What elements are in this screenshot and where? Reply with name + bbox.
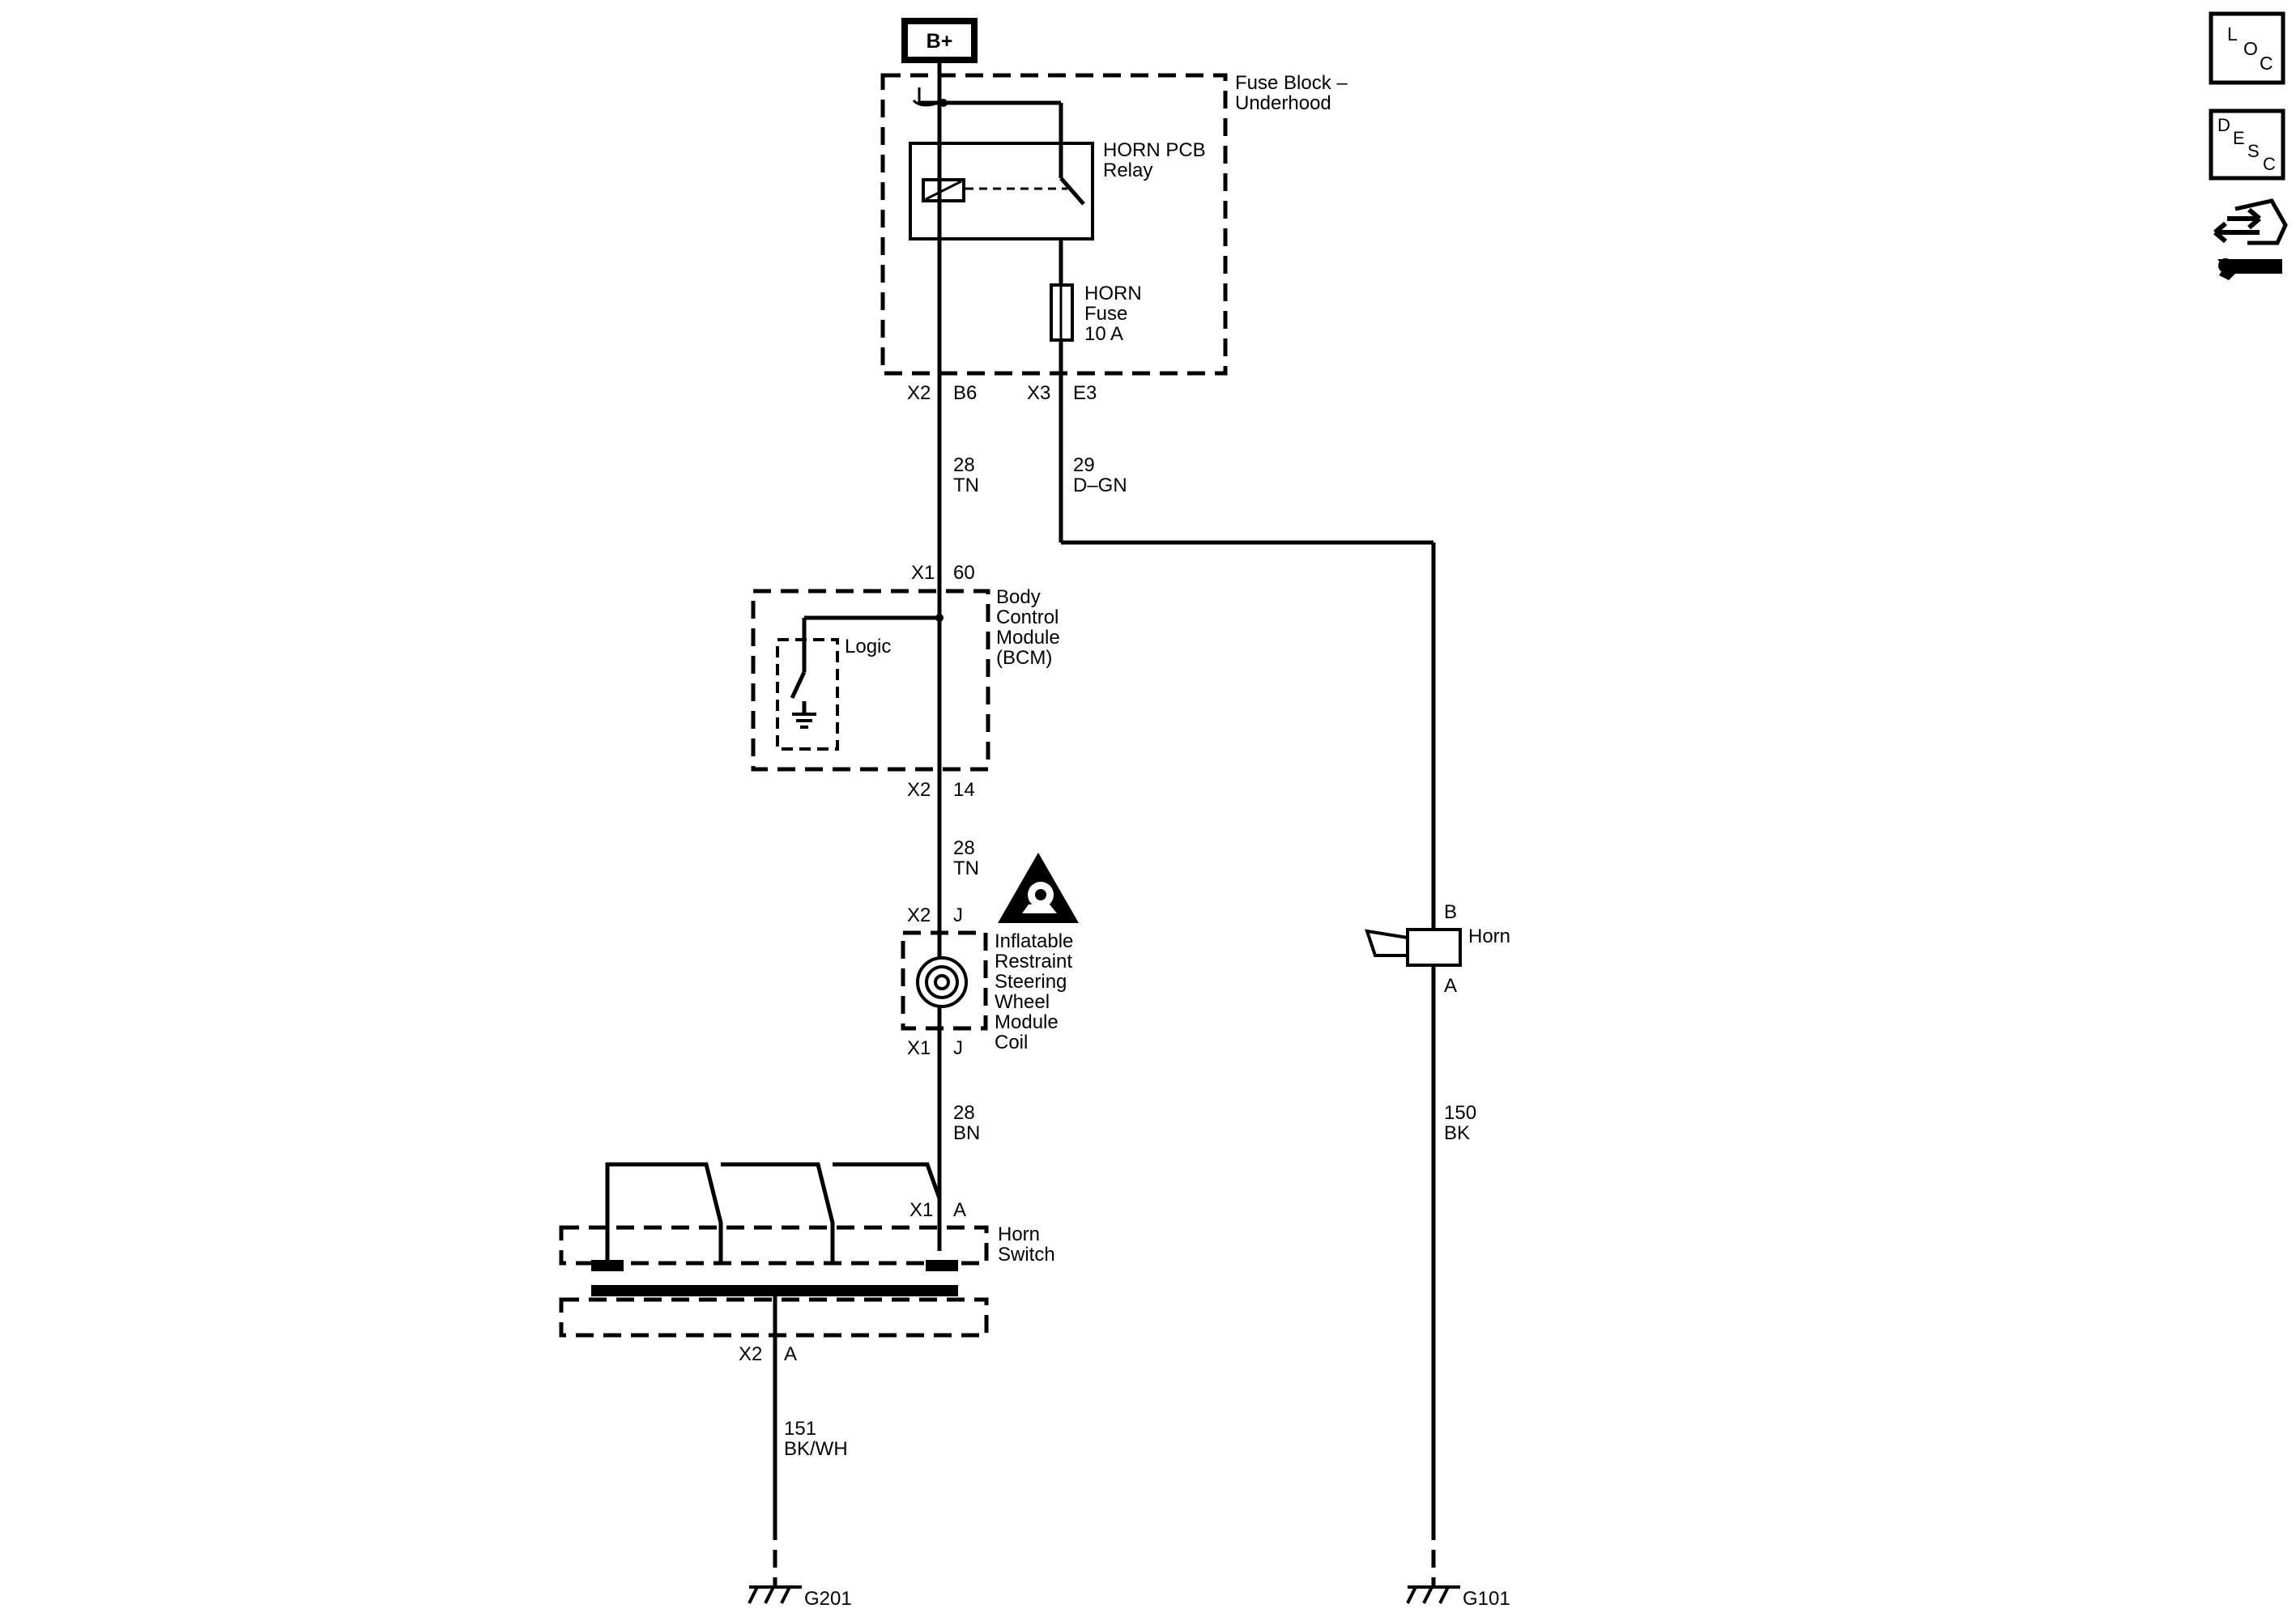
coil-label-line6: Coil	[995, 1032, 1028, 1053]
horn-icon	[1365, 929, 1408, 957]
horn-relay-label-line1: HORN PCB	[1103, 139, 1206, 161]
fuse-block-label-line2: Underhood	[1235, 92, 1331, 114]
fuse-block-pin-b6: B6	[953, 382, 977, 404]
coil-label-line3: Steering	[995, 971, 1067, 993]
wire-29-dgn-color: D–GN	[1073, 474, 1127, 496]
wire-28-tn-2-circuit: 28	[953, 837, 975, 859]
coil-label-line4: Wheel	[995, 991, 1050, 1013]
fuse-block-connector-x3: X3	[1027, 382, 1050, 404]
fuse-block-outline	[880, 73, 1228, 376]
wire-151-color: BK/WH	[784, 1438, 848, 1460]
ground-g201-symbol	[748, 1585, 802, 1604]
battery-positive-label: B+	[926, 30, 953, 53]
svg-text:E: E	[2233, 128, 2245, 148]
horn-switch-label-line2: Switch	[998, 1244, 1055, 1266]
wire-28-tn-2-color: TN	[953, 857, 979, 879]
horn-switch-pin-a-bottom: A	[784, 1343, 797, 1365]
coil-pin-j-bottom: J	[953, 1037, 963, 1059]
relay-switch-contact	[1059, 177, 1085, 206]
horn-relay-box	[909, 142, 1094, 240]
wire-28-tn-circuit: 28	[953, 454, 975, 476]
clockspring-symbol	[916, 956, 968, 1008]
horn-pin-a: A	[1444, 975, 1457, 997]
horn-switch: X1 A Horn Switch X2 A	[559, 1162, 1055, 1365]
wire-150-circuit: 150	[1444, 1102, 1476, 1124]
fuse-block-pin-e3: E3	[1073, 382, 1097, 404]
coil-connector-x2: X2	[907, 904, 931, 926]
coil-label-line2: Restraint	[995, 951, 1072, 972]
bcm-label-line1: Body	[996, 586, 1041, 608]
bcm-connector-x2: X2	[907, 779, 931, 801]
svg-text:L: L	[2227, 23, 2238, 45]
coil-label-line1: Inflatable	[995, 930, 1073, 952]
relay-coil	[922, 178, 965, 202]
fuse-block-label-line1: Fuse Block –	[1235, 72, 1348, 94]
horn-switch-label-line1: Horn	[998, 1223, 1040, 1245]
horn-switch-connector-x2: X2	[739, 1343, 762, 1365]
ground-g101-label: G101	[1463, 1588, 1510, 1610]
body-control-module: X1 60 Body Control Module (BCM) Logic X2…	[751, 562, 1060, 801]
bcm-label-line2: Control	[996, 606, 1059, 628]
svg-text:D: D	[2217, 115, 2230, 135]
battery-positive-box: B+	[901, 18, 978, 63]
horn-body	[1406, 928, 1462, 967]
horn-fuse-label-line2: Fuse	[1084, 303, 1127, 325]
wire-29-dgn-circuit: 29	[1073, 454, 1095, 476]
horn-switch-connector-x1: X1	[909, 1199, 933, 1221]
wire-28-bn-color: BN	[953, 1122, 980, 1144]
wire-151-circuit: 151	[784, 1418, 816, 1440]
description-button[interactable]: D E S C	[2209, 109, 2285, 181]
coil-connector-x1: X1	[907, 1037, 931, 1059]
bcm-label-line4: (BCM)	[996, 647, 1052, 669]
bcm-connector-x1: X1	[911, 562, 935, 584]
bcm-pin-60: 60	[953, 562, 975, 584]
horn-label: Horn	[1468, 926, 1510, 947]
horn-fuse-label-line3: 10 A	[1084, 323, 1123, 345]
wire-28-bn-circuit: 28	[953, 1102, 975, 1124]
ground-g101-symbol	[1406, 1585, 1460, 1604]
horn-pin-b: B	[1444, 901, 1457, 923]
wire-150-color: BK	[1444, 1122, 1470, 1144]
wire-28-tn-color: TN	[953, 474, 979, 496]
svg-text:C: C	[2263, 154, 2276, 174]
svg-text:O: O	[2243, 38, 2258, 59]
bcm-logic-box	[776, 638, 839, 751]
horn-relay-label-line2: Relay	[1103, 160, 1152, 181]
bcm-outline	[751, 589, 990, 772]
fuse-block-underhood: Fuse Block – Underhood HORN PCB Relay HO…	[880, 72, 1348, 404]
horn-switch-pin-a-top: A	[953, 1199, 966, 1221]
coil-label-line5: Module	[995, 1011, 1059, 1033]
horn-fuse-label-line1: HORN	[1084, 283, 1142, 304]
coil-outline	[901, 930, 988, 1031]
svg-text:S: S	[2247, 141, 2260, 161]
diagnostic-connector-wrench-icon[interactable]	[2211, 194, 2288, 283]
fuse-block-connector-x2: X2	[907, 382, 931, 404]
bcm-ground-symbol	[792, 713, 816, 729]
horn-switch-plate	[591, 1285, 958, 1296]
bcm-logic-switch	[790, 670, 807, 700]
steering-wheel-coil: X2 J Inflatable Restraint Steering Wheel…	[901, 904, 1073, 1059]
location-button[interactable]: L O C	[2209, 11, 2285, 85]
airbag-warning-icon	[998, 853, 1079, 923]
horn-switch-outline-top	[559, 1225, 989, 1266]
bcm-label-line3: Module	[996, 627, 1060, 649]
coil-pin-j-top: J	[953, 904, 963, 926]
ground-g201-label: G201	[804, 1588, 852, 1610]
svg-text:C: C	[2260, 53, 2273, 74]
bcm-pin-14: 14	[953, 779, 975, 801]
horn-component: B Horn A	[1365, 901, 1510, 997]
bcm-logic-label: Logic	[845, 636, 891, 657]
horn-switch-contacts	[605, 1162, 942, 1263]
